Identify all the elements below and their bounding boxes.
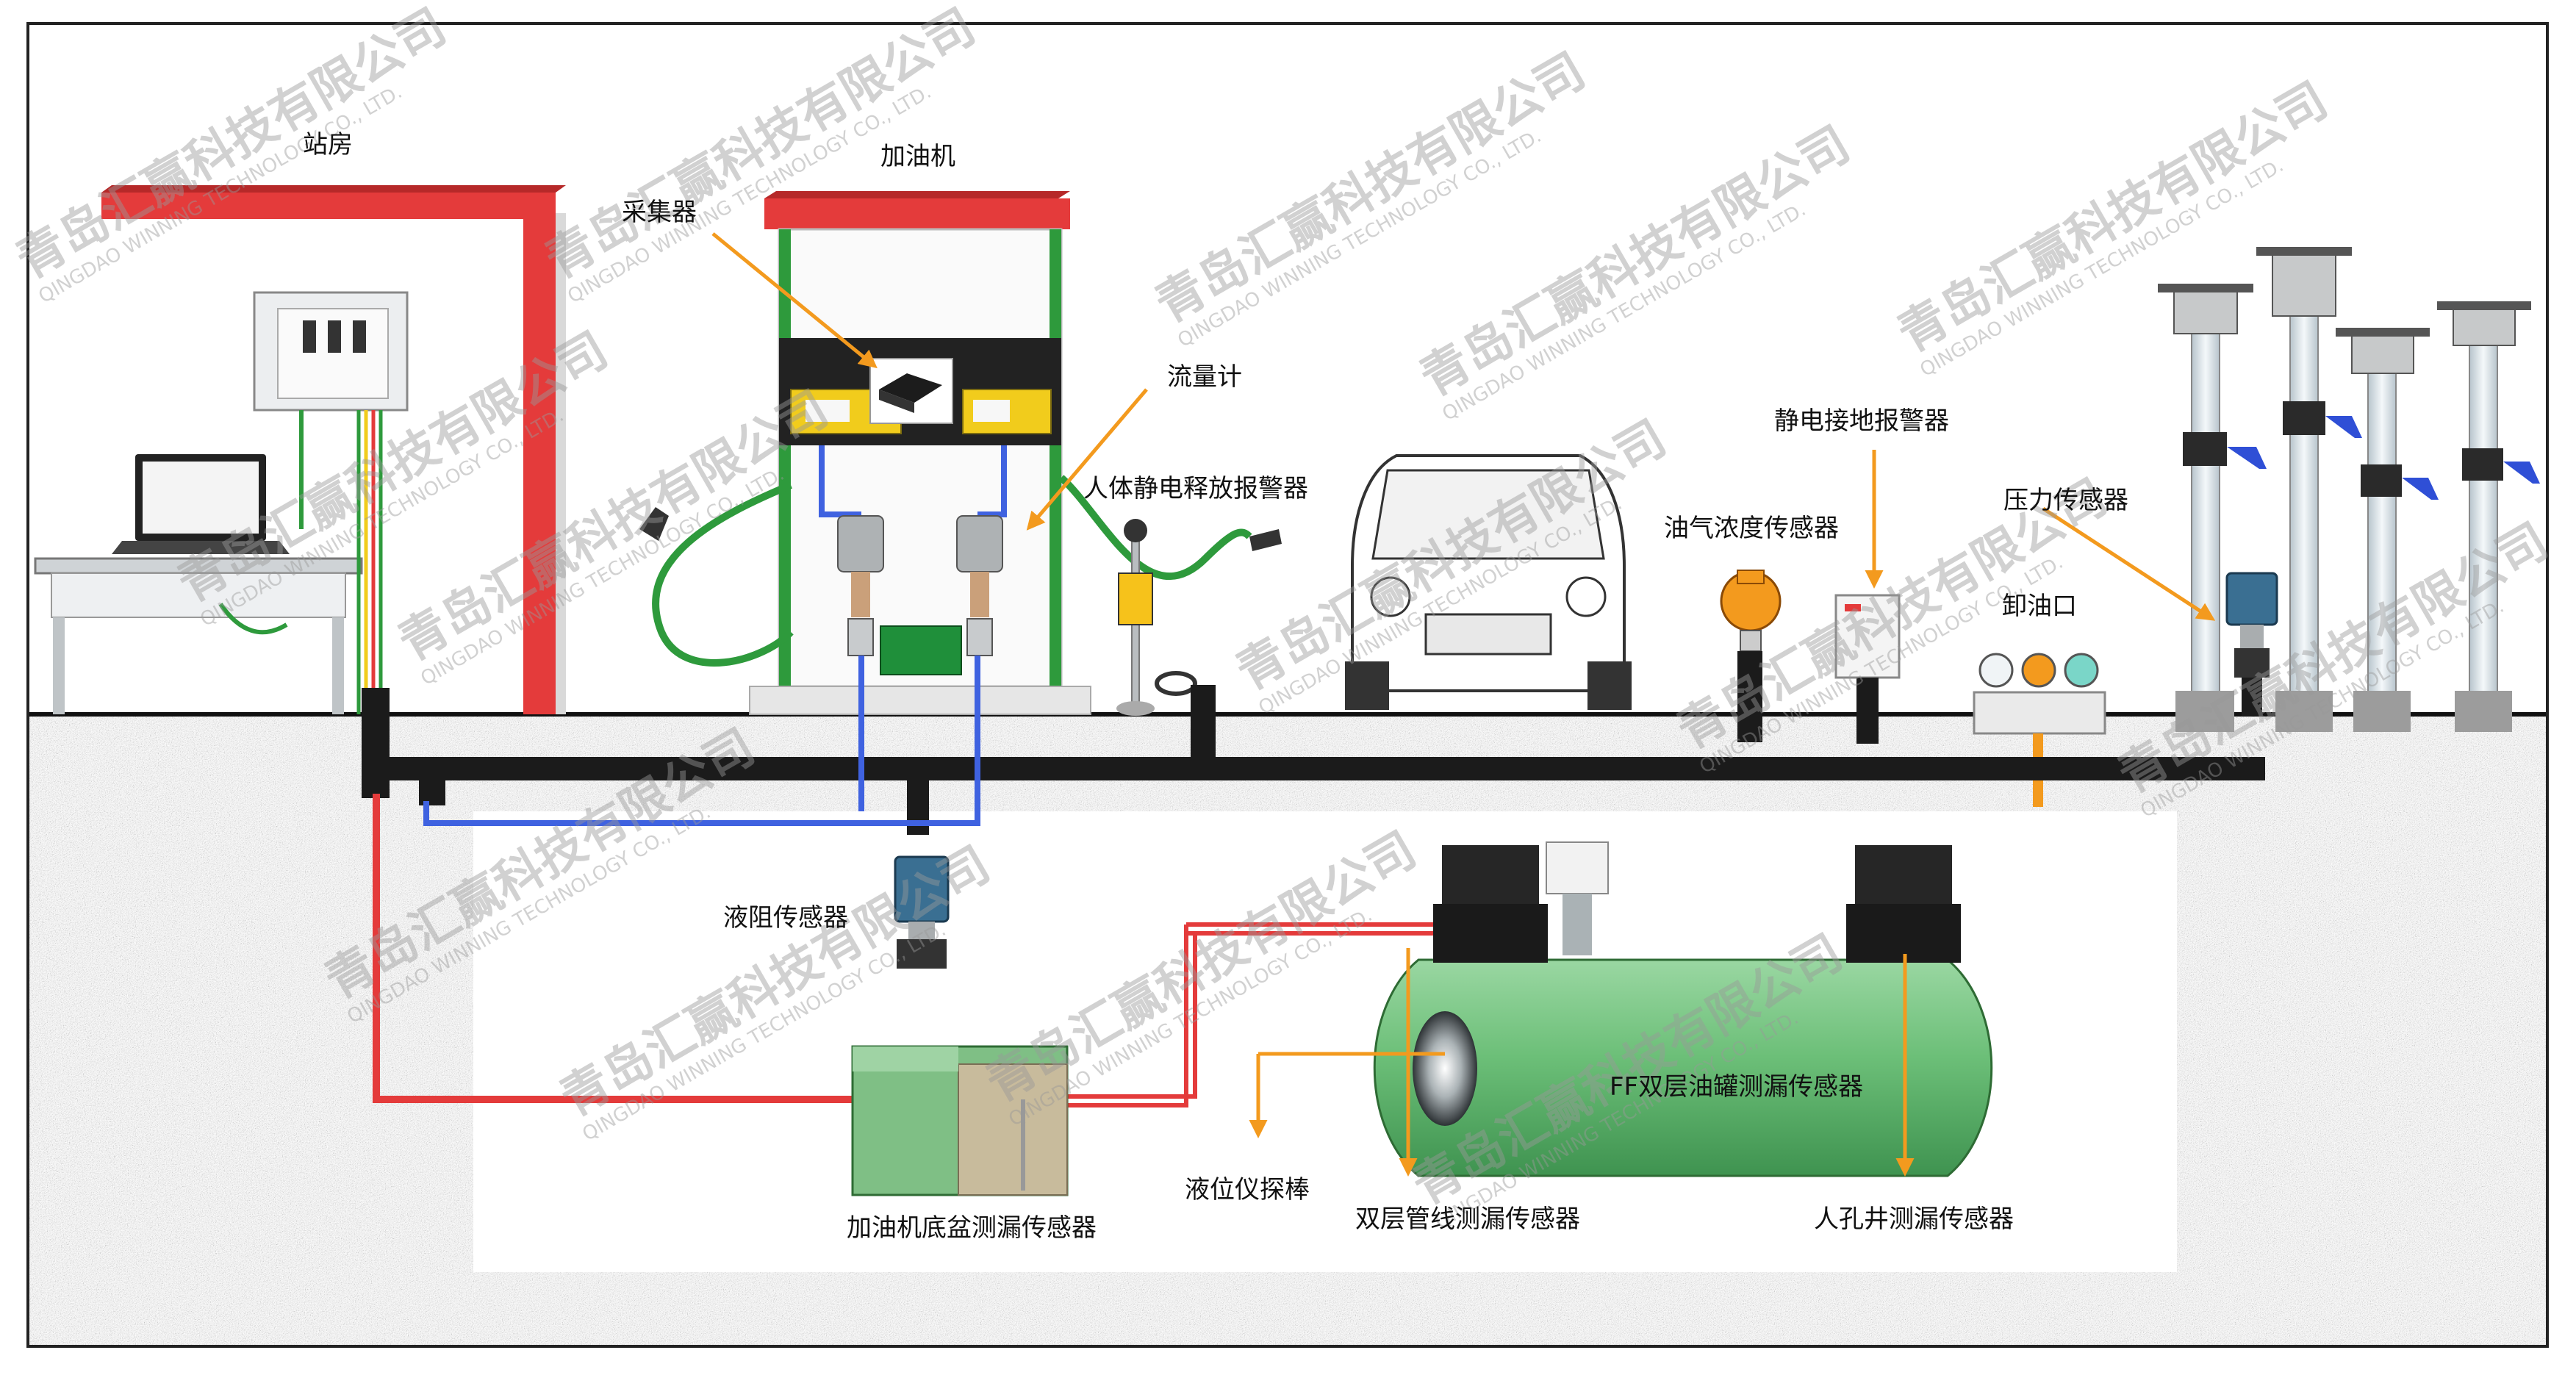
station-house <box>34 185 566 714</box>
tank-endcap <box>1413 1011 1477 1126</box>
label-sump-sensor: 加油机底盆测漏传感器 <box>847 1213 1097 1243</box>
label-pipe-sensor: 双层管线测漏传感器 <box>1355 1205 1580 1234</box>
callout-arrows <box>711 232 2216 1177</box>
meter-right <box>956 515 1003 572</box>
label-flowmeter: 流量计 <box>1167 362 1242 392</box>
grounding-alarm-box <box>1834 594 1901 744</box>
double-wall-tank <box>1373 841 1993 1177</box>
fuel-dispenser <box>639 191 1282 715</box>
label-station-house: 站房 <box>303 130 353 159</box>
blue-pipeline <box>423 656 980 826</box>
label-resistance-sensor: 液阻传感器 <box>723 903 848 933</box>
meter-left <box>837 515 884 572</box>
label-collector: 采集器 <box>622 198 697 227</box>
label-vapor-sensor: 油气浓度传感器 <box>1664 514 1839 543</box>
label-dispenser: 加油机 <box>880 142 955 171</box>
dispenser-sump <box>851 1045 1069 1196</box>
watermark-cn: 青岛汇赢科技有限公司 <box>1147 42 1595 334</box>
liquid-resistance-sensor <box>894 855 950 969</box>
watermark-cn: 青岛汇赢科技有限公司 <box>1889 71 2337 363</box>
pressure-transmitter <box>2225 572 2278 716</box>
label-unload-port: 卸油口 <box>2002 592 2077 621</box>
unloading-port <box>1973 653 2106 807</box>
nozzle-right <box>1249 529 1282 551</box>
label-level-probe: 液位仪探棒 <box>1185 1175 1310 1205</box>
pump-motor <box>880 625 962 675</box>
label-grounding-alarm: 静电接地报警器 <box>1774 406 1949 436</box>
labels: 站房 加油机 采集器 流量计 人体静电释放报警器 静电接地报警器 油气浓度传感器… <box>303 130 2128 1243</box>
black-pipeline <box>362 685 2265 835</box>
ground-soil <box>29 712 2546 1345</box>
watermark-cn: 青岛汇赢科技有限公司 <box>7 0 456 290</box>
label-static-discharge-alarm: 人体静电释放报警器 <box>1083 474 1308 503</box>
label-manhole-sensor: 人孔井测漏传感器 <box>1814 1205 2014 1234</box>
outer-frame <box>26 22 2549 1348</box>
vapor-concentration-sensor <box>1720 570 1782 742</box>
static-discharge-post <box>1116 519 1197 716</box>
label-pressure-sensor: 压力传感器 <box>2003 486 2128 515</box>
vent-pipes <box>2158 247 2540 732</box>
nozzle-left <box>639 507 669 541</box>
car <box>1345 454 1632 710</box>
label-tank-sensor: FF双层油罐测漏传感器 <box>1610 1072 1863 1102</box>
